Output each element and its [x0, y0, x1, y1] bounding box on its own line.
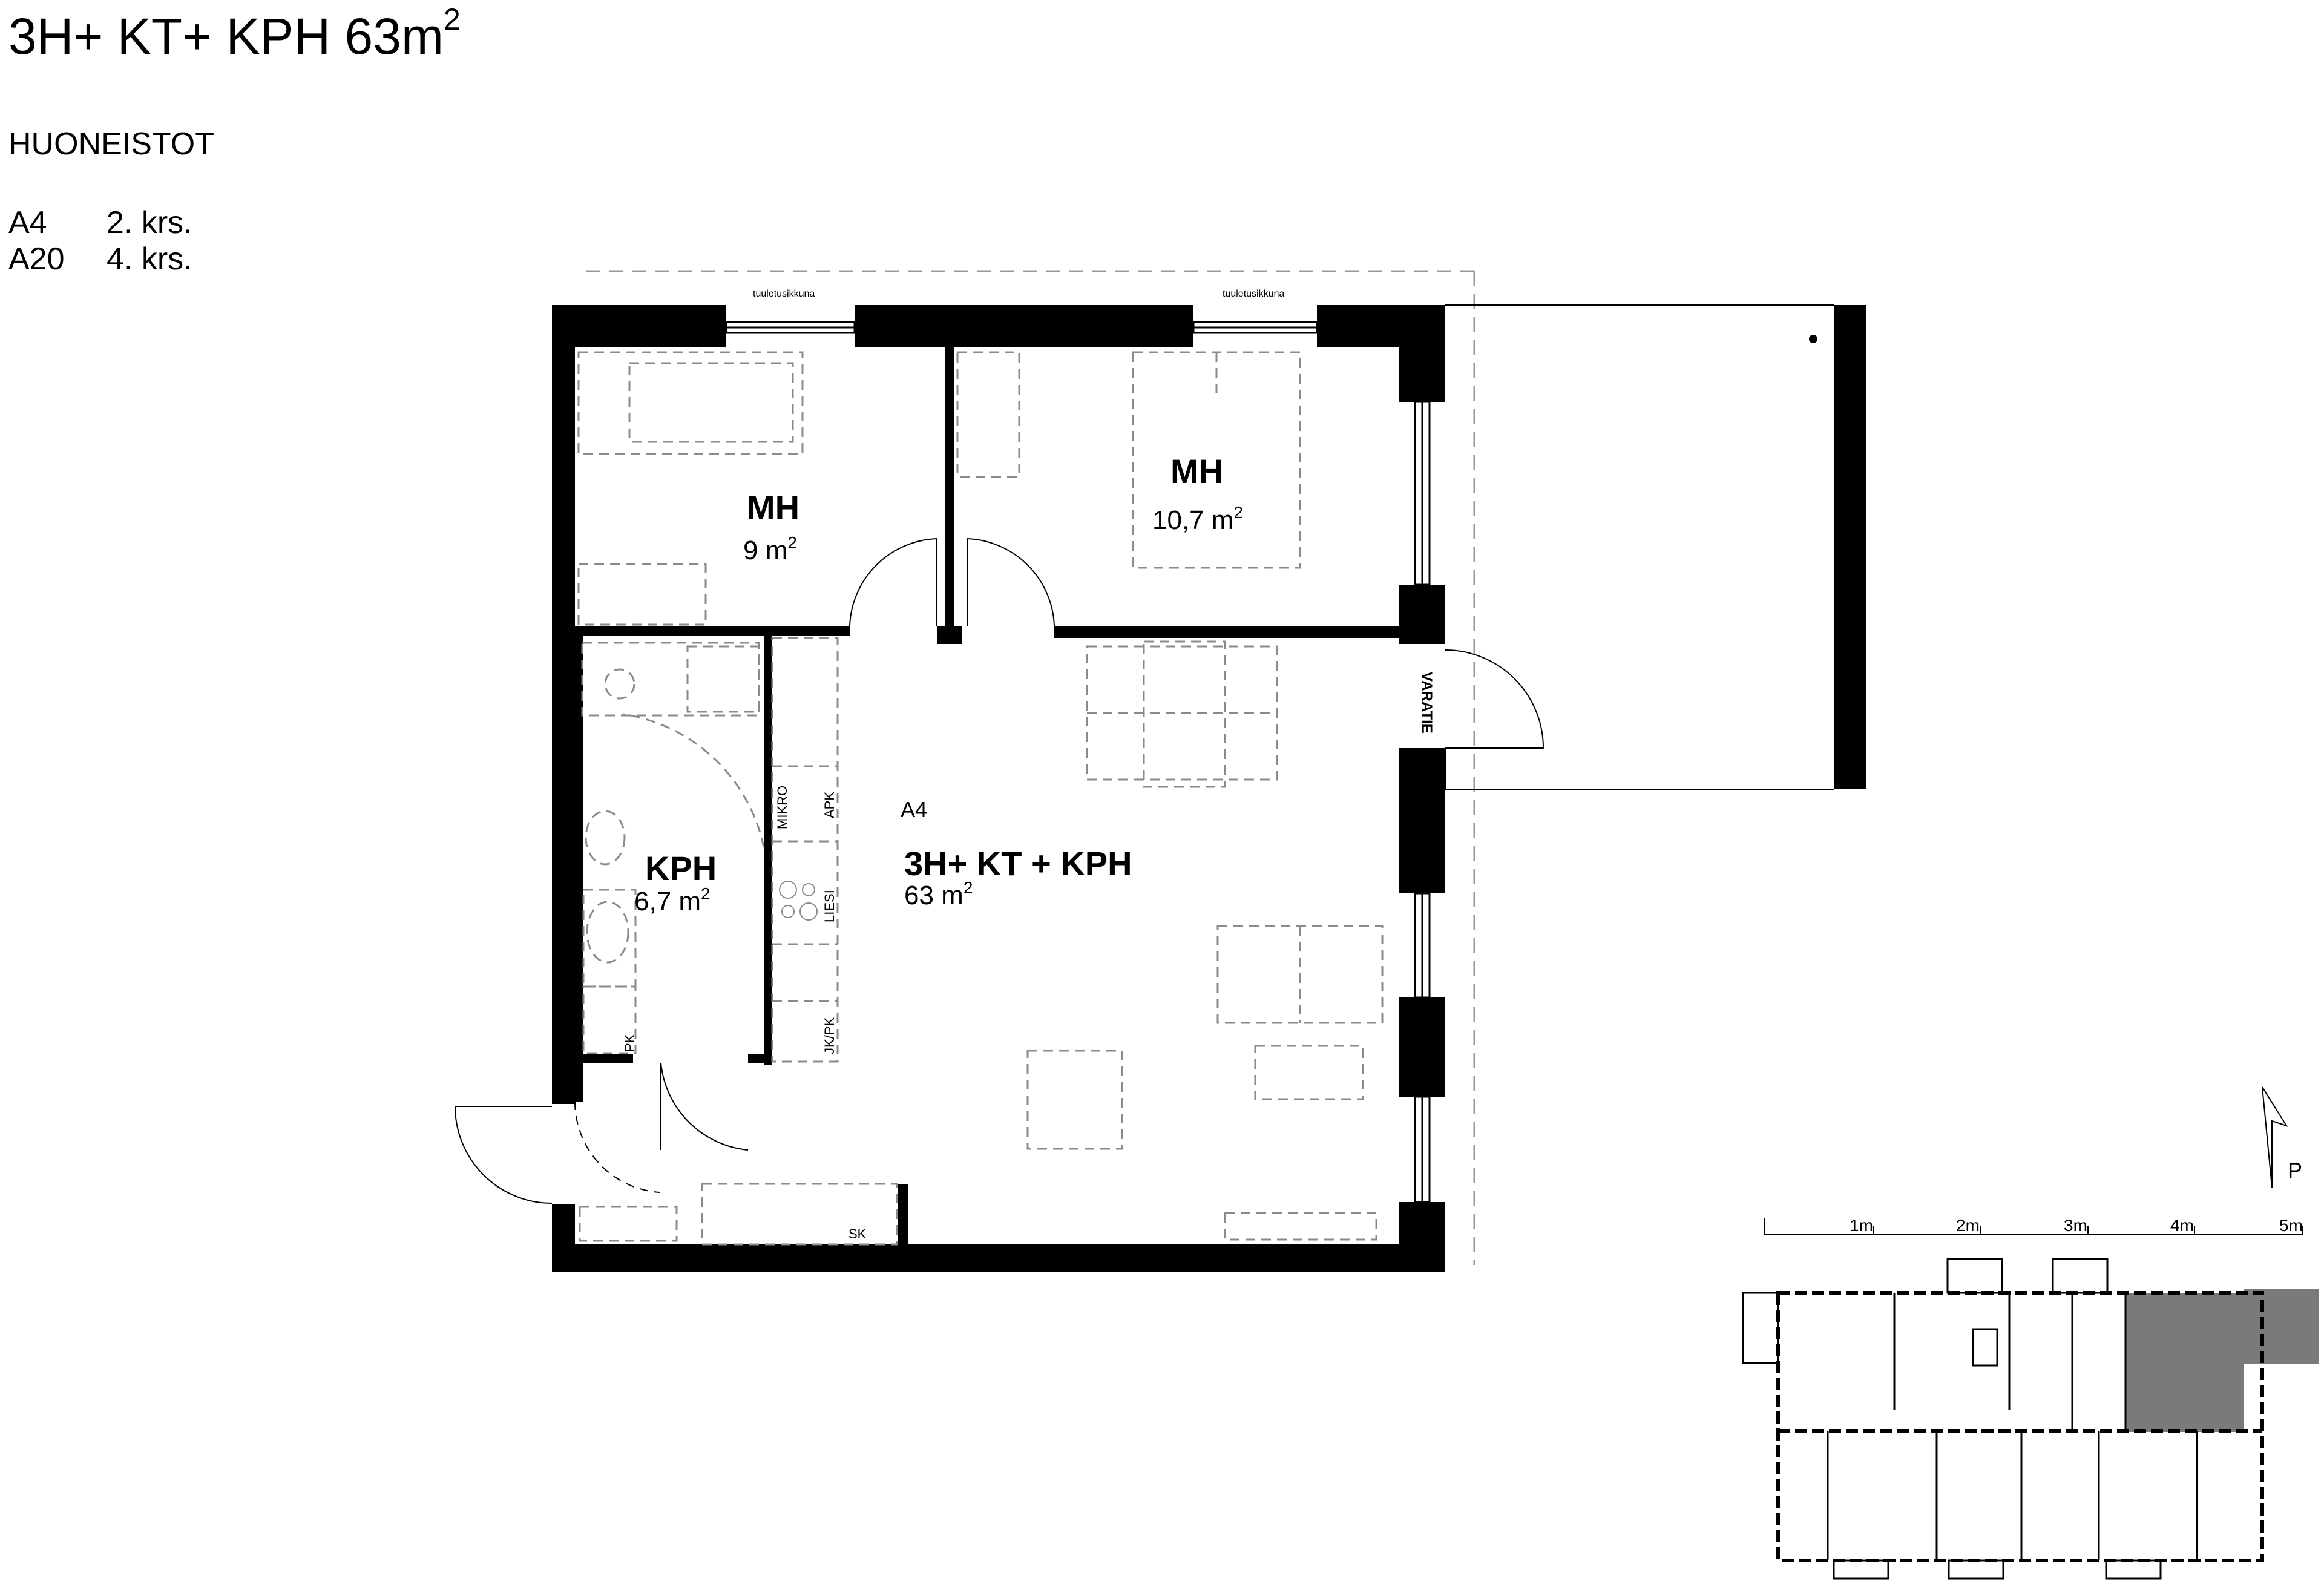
building-outline	[586, 270, 1475, 1265]
apartment-floor: 2. krs.	[107, 205, 192, 240]
room-kph-area: 6,7 m2	[634, 884, 711, 916]
interior-walls	[575, 347, 1399, 1244]
label-jkpk: JK/PK	[822, 1017, 837, 1054]
room-kph-name: KPH	[645, 849, 717, 887]
key-plan	[1742, 1258, 2319, 1580]
room-mh2-area: 10,7 m2	[1152, 503, 1243, 535]
scale-tick-4: 4m	[2170, 1216, 2194, 1235]
scale-tick-5: 5m	[2279, 1216, 2303, 1235]
scale-tick-1: 1m	[1850, 1216, 1873, 1235]
label-liesi: LIESI	[822, 890, 837, 922]
section-heading: HUONEISTOT	[8, 126, 214, 162]
label-varatie: VARATIE	[1419, 672, 1435, 734]
page-title: 3H+ KT+ KPH 63m2	[8, 2, 461, 65]
doors	[454, 538, 1544, 1204]
north-arrow-icon	[2262, 1086, 2288, 1188]
balcony-drain-icon	[1809, 335, 1817, 343]
exterior-walls	[552, 305, 1866, 1272]
label-sk: SK	[849, 1226, 867, 1241]
room-mh1-area: 9 m2	[743, 533, 797, 565]
stove-icon	[779, 881, 818, 921]
key-plan-highlight	[2125, 1293, 2244, 1432]
apartment-floor: 4. krs.	[107, 241, 192, 277]
label-mikro: MIKRO	[775, 786, 790, 829]
compass-label: P	[2288, 1158, 2302, 1183]
window-label-right: tuuletusikkuna	[1223, 289, 1284, 299]
furniture	[577, 351, 1384, 1246]
label-pk: PK	[622, 1034, 637, 1052]
apartment-code: A4	[8, 205, 47, 240]
unit-code: A4	[901, 797, 927, 822]
room-mh1-name: MH	[747, 488, 799, 527]
room-mh2-name: MH	[1170, 452, 1223, 490]
scale-bar	[1764, 1218, 2303, 1235]
scale-tick-2: 2m	[1956, 1216, 1980, 1235]
apartment-code: A20	[8, 241, 65, 277]
room-main-area: 63 m2	[904, 878, 973, 910]
windows	[725, 321, 1431, 1203]
window-label-left: tuuletusikkuna	[753, 289, 815, 299]
room-main-name: 3H+ KT + KPH	[904, 844, 1132, 882]
label-apk: APK	[822, 792, 837, 818]
scale-tick-3: 3m	[2064, 1216, 2087, 1235]
balcony	[1445, 304, 1834, 790]
